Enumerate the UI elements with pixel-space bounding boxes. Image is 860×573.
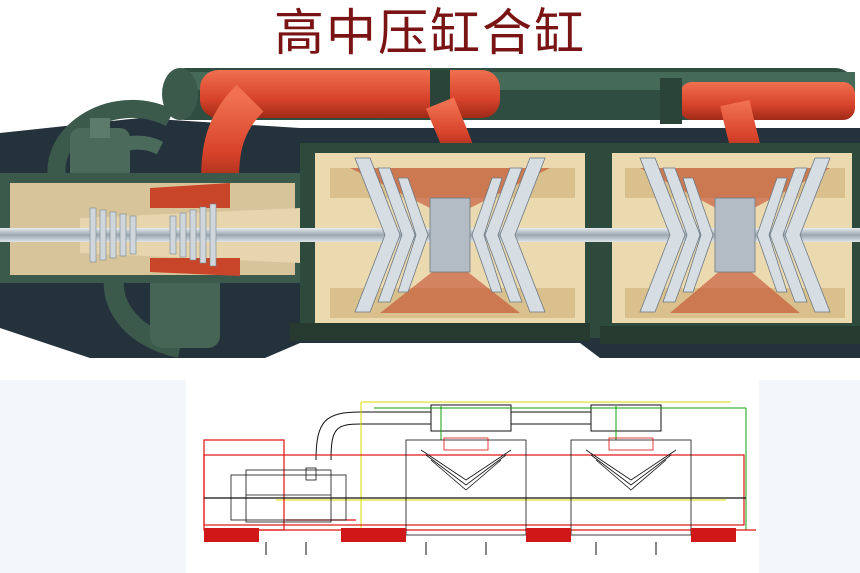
diagram-title: 高中压缸合缸	[274, 4, 586, 62]
cad-crossover-pipe	[315, 404, 662, 461]
lp1-blading	[354, 157, 546, 313]
cad-red-outline	[203, 439, 756, 531]
cad-lp1-module	[405, 437, 527, 536]
cad-green-lines	[374, 406, 747, 530]
lp2-blading	[639, 157, 831, 313]
base-rails	[290, 323, 860, 344]
cad-lp2-module	[570, 437, 692, 536]
cad-hp-ip-module	[230, 467, 347, 523]
turbine-cutaway-illustration	[0, 58, 860, 380]
cad-yellow-lines	[276, 401, 731, 530]
cad-anchor-bolts	[265, 542, 657, 555]
cad-section-drawing	[186, 380, 759, 573]
hp-ip-blading	[89, 203, 217, 267]
cad-foundation	[204, 528, 736, 542]
